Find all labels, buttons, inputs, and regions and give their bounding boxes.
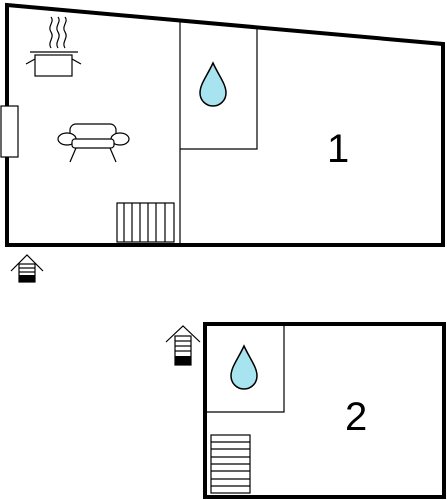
entrance-icon xyxy=(10,254,44,283)
bathroom-water-drop-icon xyxy=(199,61,227,107)
stairs-icon xyxy=(116,202,175,243)
entrance-icon xyxy=(165,325,201,366)
stairs-icon xyxy=(210,434,251,494)
window-icon xyxy=(0,105,19,158)
floor-2-bathroom-wall xyxy=(205,324,285,413)
sofa-icon xyxy=(57,123,130,163)
room-label-2: 2 xyxy=(345,395,367,439)
floor-2: 2 xyxy=(165,322,446,499)
room-label-1: 1 xyxy=(327,127,349,171)
floor-1: 1 xyxy=(0,2,445,283)
bathroom-water-drop-icon xyxy=(230,344,258,390)
floor-1-bathroom-wall xyxy=(180,28,258,150)
kitchen-icon xyxy=(25,16,82,77)
floor-1-outer-wall xyxy=(5,2,445,247)
floor-2-outer-wall xyxy=(203,322,446,499)
